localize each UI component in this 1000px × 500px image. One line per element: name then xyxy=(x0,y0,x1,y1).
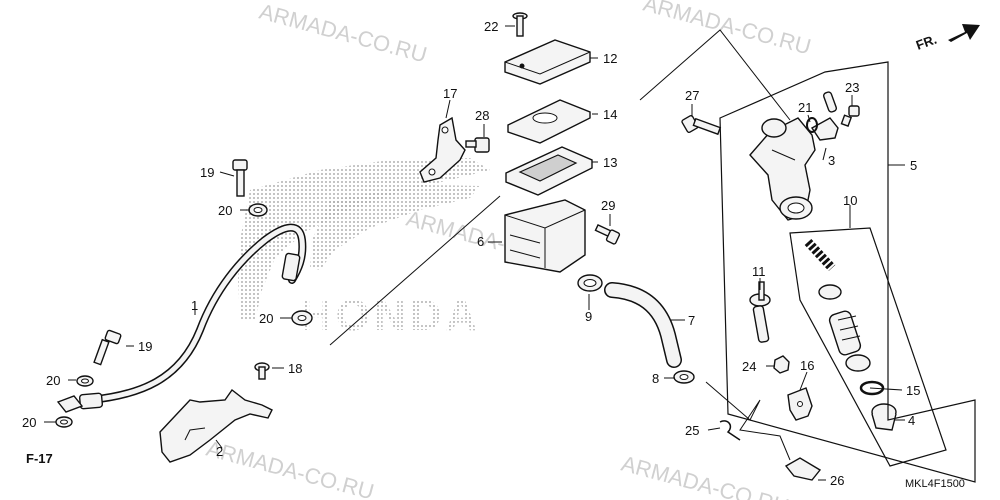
part-5-rear-master-cylinder xyxy=(749,117,816,221)
part-19-bolt xyxy=(232,159,248,197)
callout-28: 28 xyxy=(475,108,489,123)
callout-12: 12 xyxy=(603,51,617,66)
watermark-text: ARMADA-CO.RU xyxy=(619,451,792,500)
callout-25: 25 xyxy=(685,423,699,438)
callout-20: 20 xyxy=(46,373,60,388)
callout-20: 20 xyxy=(259,311,273,326)
part-6-reservoir xyxy=(504,199,586,273)
callout-22: 22 xyxy=(484,19,498,34)
part-20-washer xyxy=(55,416,73,428)
part-27-bolt xyxy=(681,114,722,136)
part-20-washer xyxy=(248,203,268,217)
callout-9: 9 xyxy=(585,309,592,324)
callout-8: 8 xyxy=(652,371,659,386)
page-reference: F-17 xyxy=(26,451,53,466)
part-18-clip xyxy=(254,362,270,380)
callout-20: 20 xyxy=(218,203,232,218)
leader-line xyxy=(705,381,791,461)
part-25-cotter-pin xyxy=(719,420,741,441)
callout-18: 18 xyxy=(288,361,302,376)
honda-brand-text: HONDA xyxy=(300,291,481,340)
part-12-reservoir-cap xyxy=(504,39,591,85)
front-arrow-icon xyxy=(948,24,980,42)
part-20-washer xyxy=(291,310,313,326)
part-9-hose-clamp xyxy=(577,274,603,292)
diagram-code: MKL4F1500 xyxy=(905,478,965,490)
part-22-screw xyxy=(512,12,528,37)
part-14-diaphragm-plate xyxy=(507,99,591,144)
watermark-text: ARMADA-CO.RU xyxy=(641,0,814,59)
watermark-text: ARMADA-CO.RU xyxy=(257,0,430,67)
part-2-bracket xyxy=(159,388,273,463)
front-direction-indicator: FR. xyxy=(914,24,980,53)
callouts: 1 2 3 4 5 6 7 8 9 10 11 12 13 14 15 16 1… xyxy=(22,19,920,488)
leader-line xyxy=(639,29,791,121)
callout-26: 26 xyxy=(830,473,844,488)
leader-line xyxy=(329,195,501,346)
kit-10-boundary xyxy=(789,227,947,467)
part-23-screw xyxy=(840,105,860,127)
part-10-piston-kit xyxy=(804,238,871,372)
part-24-nut xyxy=(773,355,790,374)
callout-6: 6 xyxy=(477,234,484,249)
part-1-brake-hose xyxy=(56,223,307,413)
part-3-joint xyxy=(810,91,839,141)
callout-15: 15 xyxy=(906,383,920,398)
callout-10: 10 xyxy=(843,193,857,208)
callout-13: 13 xyxy=(603,155,617,170)
callout-27: 27 xyxy=(685,88,699,103)
callout-24: 24 xyxy=(742,359,756,374)
callout-11: 11 xyxy=(752,264,766,279)
part-29-screw xyxy=(594,223,621,245)
callout-3: 3 xyxy=(828,153,835,168)
part-20-washer xyxy=(76,375,94,387)
callout-14: 14 xyxy=(603,107,617,122)
callout-19: 19 xyxy=(138,339,152,354)
callout-16: 16 xyxy=(800,358,814,373)
honda-wing-logo xyxy=(238,158,490,320)
part-8-hose-clamp xyxy=(673,370,695,384)
direction-label: FR. xyxy=(914,32,939,53)
part-16-joint xyxy=(787,387,813,421)
callout-29: 29 xyxy=(601,198,615,213)
callout-20: 20 xyxy=(22,415,36,430)
part-11-push-rod xyxy=(749,281,771,343)
part-17-stay xyxy=(419,116,466,183)
part-28-bolt xyxy=(465,137,490,153)
callout-19: 19 xyxy=(200,165,214,180)
callout-4: 4 xyxy=(908,413,915,428)
callout-leaders xyxy=(44,25,905,481)
callout-21: 21 xyxy=(798,100,812,115)
assembly-5-boundary xyxy=(719,61,976,483)
part-13-diaphragm xyxy=(505,146,593,196)
callout-7: 7 xyxy=(688,313,695,328)
part-4-boot xyxy=(871,403,897,431)
callout-1: 1 xyxy=(191,298,198,313)
part-21-o-ring xyxy=(806,117,818,133)
part-7-reservoir-hose xyxy=(604,282,682,368)
part-19-bolt xyxy=(93,329,122,366)
part-26-joint-pin xyxy=(784,457,822,481)
callout-2: 2 xyxy=(216,444,223,459)
callout-5: 5 xyxy=(910,158,917,173)
callout-23: 23 xyxy=(845,80,859,95)
callout-17: 17 xyxy=(443,86,457,101)
part-15-circlip xyxy=(859,380,885,396)
watermark-text: ARMADA-CO.RU xyxy=(204,436,377,500)
